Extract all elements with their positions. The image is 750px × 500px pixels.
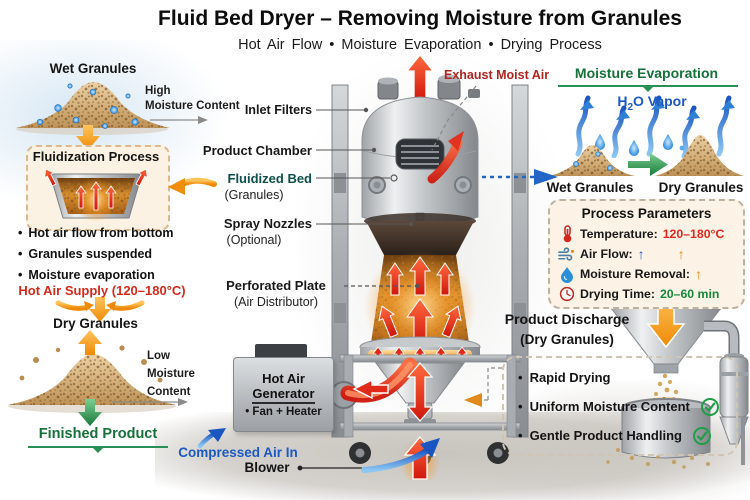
list-item: •Granules suspended <box>18 247 153 261</box>
list-item: •Hot air flow from bottom <box>18 226 174 240</box>
list-item: •Moisture evaporation <box>18 268 155 282</box>
droplet-icon <box>558 266 575 283</box>
generator-line2: Generator <box>252 386 315 404</box>
param-moisture-removal: Moisture Removal: ↑ <box>558 264 735 284</box>
bullet-glyph: • <box>518 370 523 385</box>
label-inlet-filters: Inlet Filters <box>244 103 312 117</box>
fluidization-title: Fluidization Process <box>32 149 160 164</box>
clock-icon <box>558 286 575 302</box>
label-fluidized-bed: Fluidized Bed <box>227 171 313 186</box>
label-fluidized-bed-sub: (Granules) <box>224 188 284 202</box>
generator-top-unit <box>255 344 307 359</box>
label-perforated-plate: Perforated Plate <box>226 278 326 293</box>
check-icon <box>700 397 720 417</box>
exhaust-up-arrow <box>405 55 435 102</box>
generator-line1: Hot Air <box>262 371 305 386</box>
thermometer-icon <box>558 225 575 243</box>
bullet-glyph: • <box>18 226 23 240</box>
air-flow-icon <box>558 246 575 262</box>
flying-granules <box>19 345 163 383</box>
label-perforated-plate-sub: (Air Distributor) <box>233 295 319 309</box>
finished-product-label: Finished Product <box>38 426 158 442</box>
up-arrow-dry <box>78 330 102 355</box>
hot-air-supply-label: Hot Air Supply (120–180°C) <box>18 283 186 298</box>
wet-granules-heading: Wet Granules <box>49 61 137 76</box>
label-product-chamber: Product Chamber <box>202 143 312 158</box>
dry-granules-heading: Dry Granules <box>53 316 138 331</box>
high-line1: High <box>145 85 171 97</box>
orange-up-arrow: ↑ <box>695 266 703 282</box>
label-blower: Blower <box>244 460 290 475</box>
process-parameters-box: Process Parameters Temperature: 120–180°… <box>548 199 745 309</box>
low-moisture-note: Low Moisture Content <box>147 350 195 398</box>
label-spray-nozzles: Spray Nozzles <box>223 216 312 231</box>
label-compressed-air-in: Compressed Air In <box>178 445 298 460</box>
param-drying-time: Drying Time: 20–60 min <box>558 284 735 304</box>
right-dry-granules-label: Dry Granules <box>658 180 744 195</box>
process-parameters-title: Process Parameters <box>581 206 712 221</box>
moisture-evaporation-heading: Moisture Evaporation <box>574 65 719 81</box>
product-discharge-sub: (Dry Granules) <box>520 332 614 347</box>
right-wet-granules-label: Wet Granules <box>546 180 634 195</box>
check-icon <box>692 426 712 446</box>
down-arrow-finished <box>78 399 102 426</box>
hot-air-supply-arrows <box>55 297 145 322</box>
bullet-glyph: • <box>518 428 523 443</box>
orange-up-arrow: ↑ <box>677 246 685 262</box>
right-wet-pile <box>549 145 635 176</box>
list-item: • Uniform Moisture Content <box>518 392 720 421</box>
fluidization-bullets: •Hot air flow from bottom •Granules susp… <box>18 226 174 282</box>
blue-up-arrow: ↑ <box>637 246 645 262</box>
generator-line3: • Fan + Heater <box>245 406 322 418</box>
page-title: Fluid Bed Dryer – Removing Moisture from… <box>158 7 682 30</box>
bullet-glyph: • <box>518 399 523 414</box>
page-subtitle: Hot Air Flow • Moisture Evaporation • Dr… <box>238 37 602 53</box>
list-item: • Gentle Product Handling <box>518 421 720 450</box>
list-item: • Rapid Drying <box>518 370 611 385</box>
param-temperature: Temperature: 120–180°C <box>558 224 735 244</box>
discharge-benefits: • Rapid Drying • Uniform Moisture Conten… <box>518 363 720 450</box>
right-dry-pile <box>655 135 744 176</box>
fluidization-graphic <box>44 168 148 222</box>
bullet-glyph: • <box>18 268 23 282</box>
label-spray-nozzles-sub: (Optional) <box>226 233 282 247</box>
param-air-flow: Air Flow: ↑ ↑ <box>558 244 735 264</box>
hot-air-generator: Hot Air Generator • Fan + Heater <box>233 357 334 432</box>
product-discharge-title: Product Discharge <box>504 311 630 327</box>
h2o-vapor-label: H2O Vapor <box>617 93 687 113</box>
bullet-glyph: • <box>18 247 23 261</box>
